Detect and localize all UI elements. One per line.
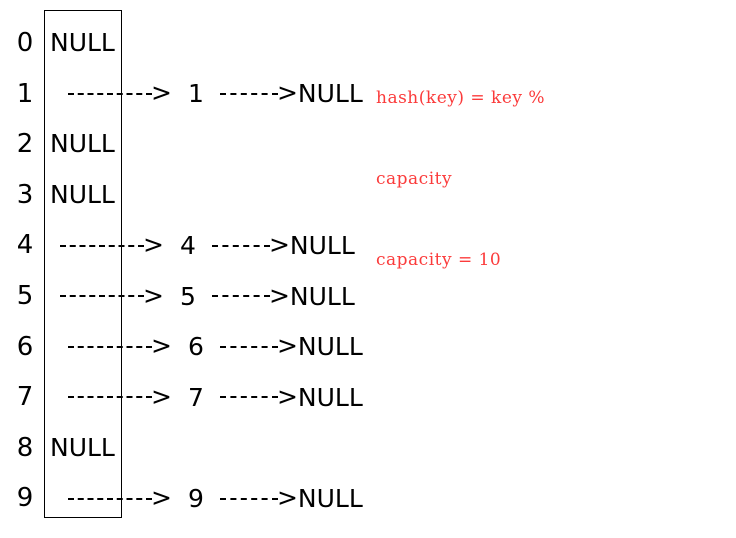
chain-tail-null: NULL <box>297 79 363 109</box>
annotation-line-1: hash(key) = key % <box>376 88 546 108</box>
bucket-row: 9>9>NULL <box>0 473 736 524</box>
chain-link-dashed-line <box>60 295 144 298</box>
chain-node-key: 9 <box>188 484 204 514</box>
bucket-null-value: NULL <box>50 432 115 462</box>
chain-tail-arrow-head-icon: > <box>276 78 298 108</box>
bucket-index-label: 2 <box>16 129 34 160</box>
bucket-index-label: 5 <box>16 281 34 311</box>
chain-link-dashed-line <box>68 345 152 348</box>
bucket-row: 7>7>NULL <box>0 372 736 423</box>
chain-tail-dashed-line <box>219 92 278 95</box>
bucket-row: 4>4>NULL <box>0 220 736 271</box>
chain-tail-dashed-line <box>211 244 270 247</box>
chain-tail-null: NULL <box>289 281 355 311</box>
chain-tail-null: NULL <box>289 231 355 261</box>
bucket-null-value: NULL <box>50 28 115 57</box>
bucket-chain: >1>NULL <box>68 69 363 120</box>
chain-node-key: 7 <box>188 382 204 412</box>
hash-function-annotation: hash(key) = key % capacity capacity = 10 <box>376 31 606 328</box>
chain-arrow-head-icon: > <box>151 331 172 361</box>
bucket-index-label: 8 <box>16 432 34 463</box>
chain-arrow-head-icon: > <box>151 483 172 513</box>
chain-tail-null: NULL <box>297 484 363 514</box>
bucket-index-label: 0 <box>16 28 34 58</box>
bucket-row: 5>5>NULL <box>0 271 736 322</box>
chain-link-dashed-line <box>60 244 144 247</box>
bucket-chain: >6>NULL <box>68 322 363 373</box>
annotation-line-3: capacity = 10 <box>376 250 502 270</box>
chain-tail-dashed-line <box>219 345 278 348</box>
bucket-row: 2 NULL <box>0 119 736 170</box>
chain-arrow-head-icon: > <box>151 381 172 411</box>
bucket-chain: >7>NULL <box>68 372 363 423</box>
chain-link-dashed-line <box>68 497 152 500</box>
bucket-array-box <box>44 10 122 518</box>
chain-node-key: 6 <box>188 332 204 362</box>
bucket-row: 1>1>NULL <box>0 69 736 120</box>
chain-tail-arrow-head-icon: > <box>276 331 298 361</box>
chain-node-key: 1 <box>188 79 204 109</box>
bucket-null-value: NULL <box>50 129 115 159</box>
chain-tail-arrow-head-icon: > <box>268 230 290 260</box>
bucket-index-label: 7 <box>16 382 34 413</box>
annotation-line-2: capacity <box>376 169 453 189</box>
bucket-chain: >4>NULL <box>60 220 355 271</box>
bucket-index-label: 4 <box>16 230 34 261</box>
chain-arrow-head-icon: > <box>143 230 164 260</box>
bucket-null-value: NULL <box>50 179 115 209</box>
bucket-index-label: 9 <box>16 483 34 514</box>
bucket-index-label: 6 <box>16 331 34 362</box>
bucket-index-label: 1 <box>16 78 34 109</box>
bucket-row: 3 NULL <box>0 170 736 221</box>
chain-tail-dashed-line <box>219 396 278 399</box>
bucket-chain: >5>NULL <box>60 271 355 322</box>
chain-tail-arrow-head-icon: > <box>276 483 298 513</box>
chain-link-dashed-line <box>68 92 152 95</box>
chain-tail-null: NULL <box>297 382 363 412</box>
chain-tail-null: NULL <box>297 332 363 362</box>
chain-tail-dashed-line <box>219 497 278 500</box>
chain-tail-arrow-head-icon: > <box>276 381 298 411</box>
bucket-chain: >9>NULL <box>68 473 363 524</box>
chain-arrow-head-icon: > <box>143 280 164 310</box>
chain-node-key: 5 <box>180 281 196 311</box>
chain-link-dashed-line <box>68 396 152 399</box>
bucket-row: 6>6>NULL <box>0 322 736 373</box>
bucket-row: 0 NULL <box>0 18 736 69</box>
chain-arrow-head-icon: > <box>151 78 172 108</box>
chain-tail-arrow-head-icon: > <box>268 280 290 310</box>
bucket-row: 8 NULL <box>0 423 736 474</box>
chain-node-key: 4 <box>180 231 196 261</box>
chain-tail-dashed-line <box>211 295 270 298</box>
bucket-index-label: 3 <box>16 179 34 210</box>
